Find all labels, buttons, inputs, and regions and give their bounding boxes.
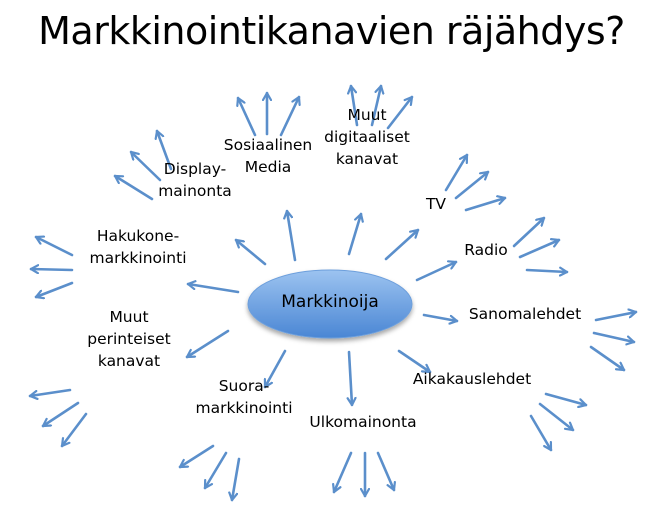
- arrow-from-suoramarkkinointi: [232, 457, 241, 502]
- arrow-from-ulkomainonta: [334, 451, 353, 494]
- arrow-from-muut-perinteiset: [28, 388, 72, 396]
- channel-label-line: Sanomalehdet: [468, 305, 582, 323]
- channel-sanomalehdet: Sanomalehdet: [469, 303, 581, 325]
- arrow-from-tv: [464, 198, 507, 212]
- channel-radio: Radio: [464, 239, 508, 261]
- channel-label-line: Hakukone-: [96, 227, 180, 245]
- arrow-from-radio: [525, 270, 569, 272]
- channel-display: Display-mainonta: [158, 158, 232, 202]
- arrow-from-radio: [518, 240, 561, 259]
- channel-hakukone: Hakukone-markkinointi: [89, 225, 186, 269]
- channel-label-line: digitaaliset: [324, 128, 410, 146]
- arrow-from-aikakauslehdet: [529, 414, 553, 452]
- channel-aikakauslehdet: Aikakauslehdet: [413, 368, 531, 390]
- channel-label-line: Ulkomainonta: [309, 413, 417, 431]
- arrow-from-sanomalehdet: [589, 345, 626, 372]
- arrow-from-tv: [454, 170, 490, 200]
- channel-muut-perinteiset: Muut perinteiset kanavat: [87, 306, 171, 372]
- arrow-from-tv: [444, 153, 469, 192]
- channel-label-line: Media: [244, 158, 292, 176]
- marketer-ellipse: [247, 269, 413, 339]
- arrow-from-sosiaalinen: [279, 95, 299, 137]
- channel-label-line: kanavat: [97, 352, 161, 370]
- arrow-from-hakukone: [34, 237, 74, 257]
- arrow-from-radio: [512, 216, 546, 248]
- channel-label-line: perinteiset: [87, 330, 171, 348]
- channel-label-line: kanavat: [335, 150, 399, 168]
- arrow-from-sanomalehdet: [594, 312, 638, 322]
- channel-label-line: Sosiaalinen: [223, 136, 313, 154]
- channel-ulkomainonta: Ulkomainonta: [309, 411, 416, 433]
- arrow-to-muut-perinteiset: [185, 329, 230, 359]
- arrow-to-sosiaalinen: [287, 209, 297, 262]
- arrow-from-hakukone: [29, 269, 74, 270]
- arrow-from-muut-perinteiset: [60, 412, 88, 448]
- channel-label-line: Display-: [163, 160, 227, 178]
- arrow-from-muut-digitaaliset: [351, 84, 359, 127]
- channel-suoramarkkinointi: Suora-markkinointi: [195, 375, 292, 419]
- channel-muut-digitaaliset: Muut digitaaliset kanavat: [324, 104, 410, 170]
- arrows-layer: [28, 84, 638, 502]
- arrow-from-sosiaalinen: [238, 96, 257, 137]
- arrow-from-muut-perinteiset: [41, 401, 80, 428]
- arrow-from-display: [113, 174, 154, 201]
- channel-tv: TV: [426, 193, 446, 215]
- channel-label-line: Muut: [109, 308, 149, 326]
- channel-label-line: Muut: [347, 106, 387, 124]
- arrow-to-ulkomainonta: [349, 350, 352, 407]
- arrow-from-muut-digitaaliset: [370, 84, 381, 127]
- channel-label-line: markkinointi: [89, 249, 187, 267]
- channel-label-line: Aikakauslehdet: [412, 370, 532, 388]
- channel-label-line: TV: [425, 195, 447, 213]
- arrow-from-aikakauslehdet: [538, 402, 575, 432]
- arrow-to-muut-digitaaliset: [347, 212, 361, 256]
- arrow-to-radio: [415, 262, 458, 282]
- arrow-from-sanomalehdet: [592, 331, 636, 342]
- arrow-to-tv: [384, 228, 420, 261]
- arrow-to-aikakauslehdet: [397, 349, 432, 374]
- arrow-from-display: [157, 129, 173, 171]
- channel-label-line: Suora-: [218, 377, 270, 395]
- arrow-to-suoramarkkinointi: [263, 349, 287, 389]
- arrow-to-sanomalehdet: [422, 313, 459, 321]
- arrow-to-display: [234, 238, 267, 266]
- arrow-from-ulkomainonta: [376, 451, 394, 492]
- arrow-from-muut-digitaaliset: [386, 95, 414, 130]
- arrow-from-hakukone: [34, 281, 74, 297]
- slide-title: Markkinointikanavien räjähdys?: [38, 9, 625, 53]
- arrow-to-hakukone: [186, 284, 240, 294]
- arrow-from-aikakauslehdet: [544, 392, 588, 405]
- marketer-label: Markkinoija: [281, 292, 379, 312]
- arrow-from-suoramarkkinointi: [203, 451, 228, 490]
- channel-label-line: markkinointi: [195, 399, 293, 417]
- arrow-from-suoramarkkinointi: [178, 444, 215, 469]
- channel-label-line: Radio: [464, 241, 508, 259]
- channel-label-line: mainonta: [158, 182, 232, 200]
- arrow-from-display: [129, 150, 162, 182]
